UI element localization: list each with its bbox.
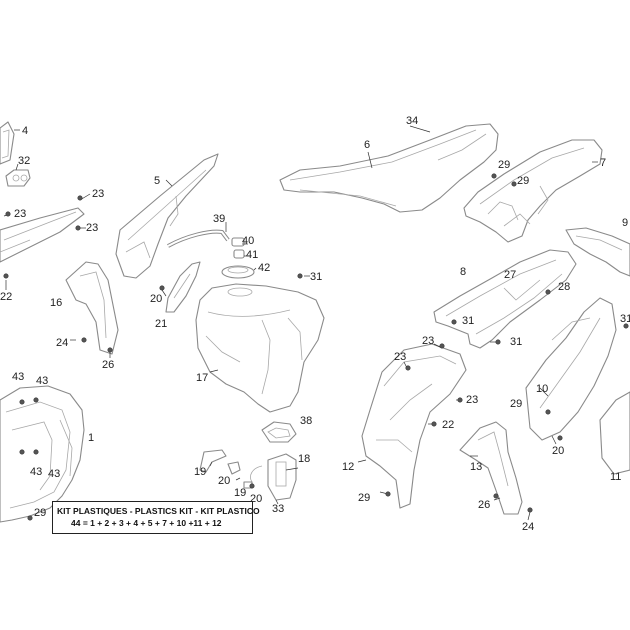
- callout-23: 23: [422, 335, 434, 347]
- part-39-hose: [167, 229, 230, 248]
- callout-29: 29: [358, 492, 370, 504]
- callout-26: 26: [478, 499, 490, 511]
- callout-8: 8: [460, 266, 466, 278]
- part-12-radiator-scoop: [361, 343, 467, 509]
- part-5-shroud: [115, 153, 219, 279]
- callout-24: 24: [522, 521, 534, 533]
- callout-18: 19: [194, 466, 206, 478]
- callout-21: 21: [155, 318, 167, 330]
- part-33-clip: [5, 169, 31, 187]
- callout-31: 31: [620, 313, 630, 325]
- callout-23: 23: [466, 394, 478, 406]
- plastics-kit-legend: KIT PLASTIQUES - PLASTICS KIT - KIT PLAS…: [52, 501, 260, 534]
- callout-numbers: 4 32 23 23 23 22 5 16 24 26 20 21 39 40 …: [0, 115, 630, 533]
- part-15-fuel-tank: [195, 283, 325, 413]
- callout-31: 31: [510, 336, 522, 348]
- part-4-bracket: [0, 121, 15, 165]
- callout-14: 16: [50, 297, 62, 309]
- part-40-41-42-fuel-cap: [221, 237, 255, 279]
- callout-23: 23: [14, 208, 26, 220]
- callout-19: 20: [218, 475, 230, 487]
- callout-43: 43: [12, 371, 24, 383]
- callout-40: 40: [242, 235, 254, 247]
- part-8-subframe-cover: [433, 249, 577, 349]
- part-10-side-plate: [525, 297, 617, 441]
- leader-lines: [3, 125, 598, 521]
- callout-5: 5: [154, 175, 160, 187]
- part-17-19-clamp: [227, 461, 253, 489]
- callout-31: 31: [462, 315, 474, 327]
- callout-13: 13: [470, 461, 482, 473]
- part-7-rear-fender: [463, 139, 603, 243]
- callout-12: 12: [342, 461, 354, 473]
- part-1-number-plate: [0, 385, 85, 523]
- callout-28: 29: [34, 507, 46, 519]
- callout-17: 19: [234, 487, 246, 499]
- part-38-gasket: [261, 421, 297, 443]
- callout-43: 43: [30, 466, 42, 478]
- callout-11: 11: [610, 471, 621, 483]
- part-21-side-cover: [165, 261, 201, 313]
- part-11-panel: [599, 391, 630, 475]
- callout-29: 29: [517, 175, 529, 187]
- callout-24: 24: [56, 337, 68, 349]
- callout-23: 23: [92, 188, 104, 200]
- callout-22: 22: [442, 419, 454, 431]
- callout-6: 6: [364, 139, 370, 151]
- callout-33: 32: [18, 155, 30, 167]
- callout-26: 26: [102, 359, 114, 371]
- callout-27: 27: [504, 269, 516, 281]
- callout-20: 20: [150, 293, 162, 305]
- callout-41: 41: [246, 249, 258, 261]
- callout-10: 10: [536, 383, 548, 395]
- part-16-fuel-pump: [250, 453, 297, 501]
- callout-4: 4: [22, 125, 28, 137]
- screws: [3, 173, 629, 521]
- legend-formula: 44 = 1 + 2 + 3 + 4 + 5 + 7 + 10 +11 + 12: [71, 518, 222, 528]
- callout-42: 42: [258, 262, 270, 274]
- callout-9: 9: [622, 217, 628, 229]
- callout-38: 38: [300, 415, 312, 427]
- part-13-frame-guard: [459, 421, 523, 515]
- part-9-side-panel: [565, 227, 630, 277]
- callout-16: 18: [298, 453, 310, 465]
- callout-35: 34: [406, 115, 418, 127]
- callout-19: 20: [250, 493, 262, 505]
- part-radiator-shroud-left: [0, 207, 85, 263]
- callout-15: 17: [196, 372, 208, 384]
- part-6-seat: [279, 123, 499, 213]
- callout-7: 7: [600, 157, 606, 169]
- callout-29: 29: [510, 398, 522, 410]
- callout-34: 33: [272, 503, 284, 515]
- callout-43: 43: [36, 375, 48, 387]
- callout-39: 39: [213, 213, 225, 225]
- callout-1: 1: [88, 432, 94, 444]
- callout-23: 23: [394, 351, 406, 363]
- callout-29: 29: [498, 159, 510, 171]
- callout-20: 20: [552, 445, 564, 457]
- callout-27: 28: [558, 281, 570, 293]
- legend-title: KIT PLASTIQUES - PLASTICS KIT - KIT PLAS…: [57, 506, 260, 516]
- callout-32: 31: [310, 271, 322, 283]
- part-14-frame-guard: [65, 261, 119, 355]
- callout-43: 43: [48, 468, 60, 480]
- callout-23: 23: [86, 222, 98, 234]
- callout-22: 22: [0, 291, 12, 303]
